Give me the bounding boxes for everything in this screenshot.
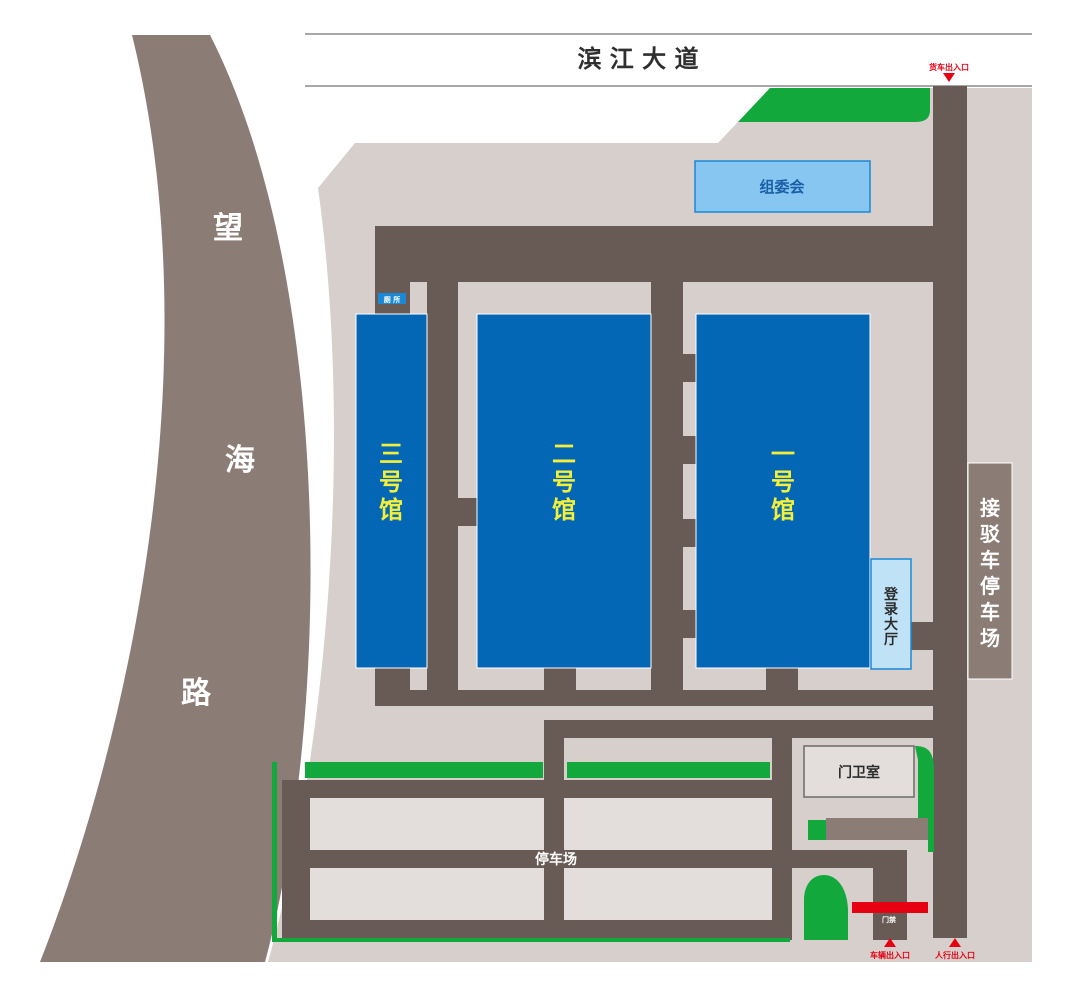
wanghai-road-char-3: 路 [181,676,212,711]
green-belts [272,746,934,942]
organizing-committee-building [694,160,871,213]
internal-roads [282,86,967,940]
registration-hall [870,558,912,670]
hall-3 [355,313,428,669]
hall-1-char-1: 一 [771,440,795,468]
guard-booth-structure [826,818,928,840]
wanghai-road-char-1: 望 [213,211,243,246]
restroom-sign [378,293,406,304]
hall-3-char-1: 三 [379,440,403,468]
shuttle-parking-char-6: 场 [980,626,1000,650]
vehicle-entrance-label: 车辆出入口 [870,950,910,960]
hall-1-char-2: 号 [771,468,795,496]
shuttle-parking-char-1: 接 [980,496,1000,520]
registration-char-2: 录 [884,602,898,618]
hall-2-char-1: 二 [552,440,576,468]
registration-char-3: 大 [884,616,898,633]
hall-2 [476,313,652,669]
shuttle-parking-char-3: 车 [980,548,1000,572]
hall-1-char-3: 馆 [771,496,795,524]
gatehouse-label: 门卫室 [838,764,880,781]
truck-entrance-label: 货车出入口 [928,62,969,72]
registration-char-1: 登 [883,586,899,603]
truck-entrance-arrow-icon [943,73,955,82]
binjiang-road-label: 滨 江 大 道 [577,45,698,73]
hall-1 [695,313,871,669]
gatehouse [803,745,915,798]
shuttle-parking-char-5: 车 [980,600,1000,624]
organizing-committee-label: 组委会 [759,178,804,196]
vehicle-entrance-arrow-icon [884,938,896,947]
parking-lot-blocks [310,798,772,920]
wanghai-road-char-2: 海 [225,443,255,478]
shuttle-parking-char-2: 驳 [980,522,1001,546]
wanghai-road [40,35,311,962]
hall-3-char-3: 馆 [379,496,403,524]
hall-2-char-3: 馆 [552,496,576,524]
pedestrian-entrance-label: 人行出入口 [935,950,975,960]
hall-3-char-2: 号 [379,468,403,496]
shuttle-parking-char-4: 停 [980,574,1000,598]
green-area-top [738,88,930,122]
hall-2-char-2: 号 [552,468,576,496]
parking-lot-label: 停车场 [535,851,577,868]
shuttle-bus-parking [967,462,1013,680]
pedestrian-entrance-arrow-icon [949,938,961,947]
gate-barrier [852,902,928,913]
registration-char-4: 厅 [884,632,898,648]
gate-barrier-label: 门禁 [882,915,896,924]
restroom-sign-label: 厕 所 [384,295,400,304]
